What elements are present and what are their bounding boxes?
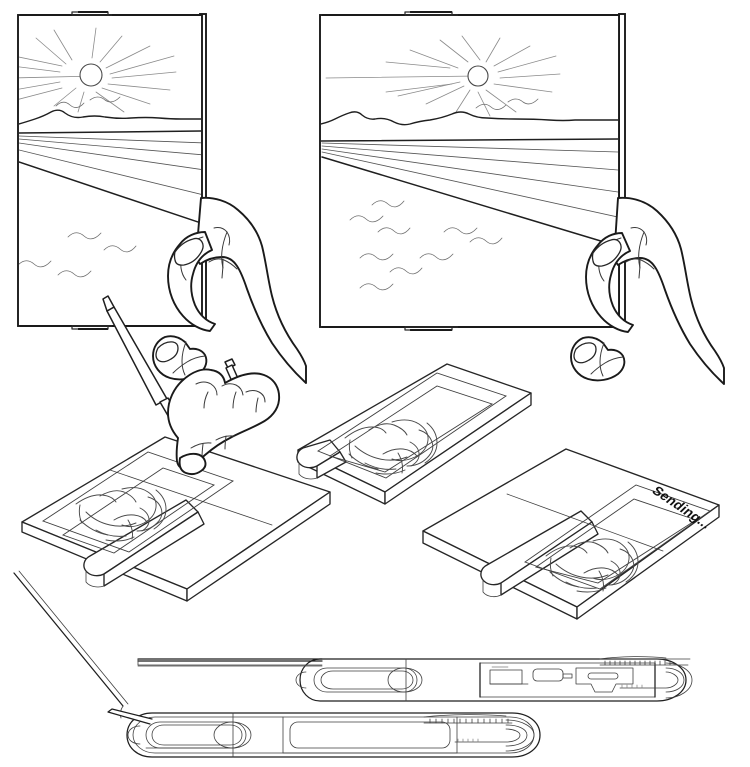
right-roll-inner-upper	[619, 671, 679, 689]
portrait-sketch-closed	[344, 419, 438, 475]
index-fingernail-left-panel	[173, 237, 204, 266]
roller-teeth-band-upper	[599, 656, 691, 666]
stylus-pen-nib-drawing	[102, 295, 115, 312]
waterline-right-panel	[321, 138, 618, 142]
waterline-left-panel	[19, 130, 201, 134]
device-roller-cap-drawing	[85, 570, 105, 588]
left-cap-detail-upper	[295, 671, 307, 689]
knuckle-creases-left-panel	[208, 227, 238, 279]
sun-rays-right-panel	[325, 35, 561, 117]
cloud-marks-right-panel	[475, 98, 539, 110]
panel-device-unrolled-wide-held	[319, 10, 725, 385]
panel-device-sending-state: Sending...	[422, 448, 720, 620]
panel-cross-section-partially-rolled	[137, 656, 693, 702]
right-hand-icon-right-panel	[570, 196, 725, 385]
mountain-horizon-right-panel	[321, 111, 618, 126]
top-notch-step-right-panel	[404, 11, 453, 16]
cross-section-inner-shell-lower	[132, 716, 535, 754]
drawing-hand-icon	[102, 295, 281, 476]
knuckle-creases-right-panel	[625, 227, 655, 279]
lower-finger-crease2-right-panel	[590, 356, 624, 375]
panel-fold-seam-sending	[506, 493, 664, 552]
lower-finger-crease2-left-panel	[172, 355, 206, 374]
device-roller-cap-sending	[482, 579, 502, 598]
cross-section-upper-flat-arm	[137, 658, 323, 666]
stylus-edge-line-b	[18, 570, 129, 705]
roller-spool-icon-upper	[387, 667, 423, 693]
right-roll-inner-lower	[454, 728, 521, 743]
bottom-notch-step-left-panel	[71, 325, 109, 330]
board-connector-upper	[562, 673, 573, 679]
portrait-sketch-sending	[545, 538, 639, 593]
top-edge-notch-left-panel	[20, 10, 200, 17]
cross-section-shell-lower	[126, 712, 541, 758]
index-fingernail-right-panel	[591, 238, 622, 267]
screen-surface-right-panel	[319, 14, 620, 328]
connector-component-icon-upper	[575, 667, 634, 693]
right-roll-outer-lower	[505, 719, 535, 752]
hand-outline-right-panel	[613, 196, 725, 385]
right-roll-mid-lower	[505, 724, 528, 747]
bottom-edge-notch-right-panel	[322, 325, 619, 332]
right-roll-teeth-upper	[621, 684, 643, 689]
panel-device-closed-portrait-view	[296, 363, 532, 505]
lower-fingernail-left-panel	[155, 341, 179, 363]
perspective-lines-right-panel	[321, 142, 618, 247]
screen-frame-sending	[524, 484, 711, 590]
fingertip-drawing	[178, 452, 207, 476]
sun-icon-right-panel	[467, 65, 489, 87]
water-bird-marks-left-panel	[19, 232, 137, 278]
panel-device-drawing-with-stylus	[21, 295, 331, 602]
panel-cross-section-fully-rolled	[107, 708, 541, 758]
device-front-edge-closed	[384, 392, 532, 505]
lower-finger-crease-left-panel	[181, 341, 187, 376]
screen-inner-bezel-drawing	[62, 467, 216, 554]
bottom-edge-notch-left-panel	[20, 324, 200, 331]
sun-icon-left-panel	[79, 63, 103, 87]
left-cap-detail-lower	[127, 725, 141, 745]
panel-fold-seam-drawing	[109, 469, 273, 526]
perspective-lines-left-panel	[19, 135, 201, 224]
stylus-edge-line-a	[13, 572, 124, 707]
rolled-display-wrap-lower	[151, 724, 243, 746]
right-roll-mid-upper	[665, 667, 685, 693]
right-roll-teeth-lower	[457, 738, 479, 743]
scene-sunset-right-panel	[321, 35, 618, 291]
finger-creases-drawing	[190, 381, 266, 459]
panel-device-unrolled-portrait-held	[17, 10, 307, 387]
screen-frame-drawing	[42, 451, 234, 553]
device-roller-housing-side-sending	[500, 521, 599, 596]
lower-fingernail-right-panel	[573, 342, 597, 364]
mountain-horizon-left-panel	[19, 109, 201, 125]
lower-finger-crease-right-panel	[599, 342, 605, 377]
device-front-edge-drawing	[186, 491, 331, 602]
scene-sunset-left-panel	[19, 27, 201, 278]
cloud-marks-left-panel	[55, 96, 121, 108]
bottom-notch-step-right-panel	[404, 326, 453, 331]
right-roll-outer-upper	[665, 662, 693, 699]
top-edge-notch-right-panel	[322, 10, 619, 17]
screen-frame-closed	[317, 372, 508, 479]
screen-inner-bezel-closed	[328, 385, 494, 473]
device-roller-cap-closed	[298, 462, 318, 480]
water-bird-marks-right-panel	[349, 200, 503, 291]
connector-slot-upper	[587, 672, 619, 680]
screen-inner-bezel-sending	[534, 498, 698, 584]
battery-component-icon-lower	[289, 721, 451, 749]
roller-teeth-band-lower	[423, 714, 513, 724]
portrait-sketch-drawing	[75, 487, 167, 542]
rolled-display-wrap-upper	[320, 670, 414, 690]
top-notch-step-left-panel	[71, 11, 109, 16]
device-front-edge-sending	[576, 504, 720, 620]
right-hand-icon-left-panel	[152, 196, 307, 387]
device-roller-housing-side-drawing	[103, 511, 205, 587]
flat-tail-lower	[107, 708, 153, 725]
cross-section-upper-body	[137, 656, 693, 702]
